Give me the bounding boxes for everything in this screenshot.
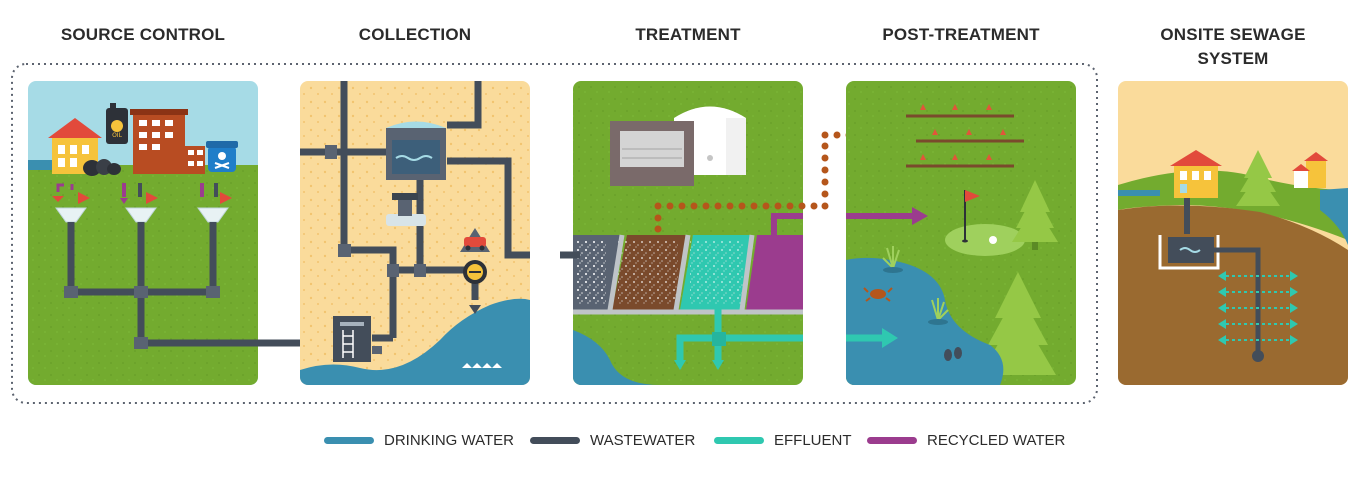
legend-label-recycled-water: RECYCLED WATER	[927, 431, 1066, 449]
oil-barrel-icon: OIL	[106, 103, 128, 144]
crab-icon	[863, 287, 893, 302]
trash-bags-icon	[83, 159, 121, 176]
biosolids-dotted-path	[654, 131, 877, 233]
treatment-basins	[573, 234, 803, 315]
factory-building-icon	[130, 109, 205, 174]
legend-label-drinking-water: DRINKING WATER	[384, 431, 514, 449]
drain-funnels	[55, 207, 229, 223]
legend-item-drinking-water: DRINKING WATER	[324, 430, 514, 450]
legend-item-effluent: EFFLUENT	[714, 430, 852, 450]
legend-label-wastewater: WASTEWATER	[590, 431, 696, 449]
title-post-treatment: POST-TREATMENT	[882, 25, 1040, 44]
tree-icon	[1012, 180, 1058, 250]
panel-collection	[300, 81, 530, 385]
car-icon	[460, 228, 490, 252]
legend-swatch-recycled-water	[867, 436, 917, 444]
storage-tank-icon	[386, 121, 446, 180]
golf-green-icon	[945, 190, 1025, 256]
title-source-control: SOURCE CONTROL	[60, 25, 226, 44]
panel-onsite-sewage-system	[1118, 81, 1348, 385]
drain-field-arrows	[1226, 275, 1290, 341]
inlet-arrows	[52, 183, 232, 204]
legend-swatch-wastewater	[530, 436, 580, 444]
title-collection: COLLECTION	[358, 25, 472, 44]
lift-station-icon	[333, 316, 382, 362]
distant-houses-icon	[1292, 152, 1328, 188]
treatment-plant-building	[610, 106, 746, 186]
reeds-icon	[882, 246, 949, 321]
oil-label: OIL	[112, 132, 122, 139]
pump-icon	[386, 193, 426, 226]
legend-item-wastewater: WASTEWATER	[530, 430, 695, 450]
fish-icon	[944, 347, 962, 361]
onsite-house-icon	[1170, 150, 1222, 198]
legend-label-effluent: EFFLUENT	[774, 431, 852, 449]
title-onsite-sewage-system: ONSITE SEWAGE SYSTEM	[1118, 23, 1348, 71]
title-onsite-line2: SYSTEM	[1197, 49, 1269, 68]
panel-treatment	[573, 81, 803, 385]
farm-rows	[906, 104, 1024, 168]
onsite-tree-icon	[1236, 150, 1280, 206]
collection-pipes	[300, 81, 530, 342]
system-boundary	[11, 63, 1098, 404]
outfall-icon	[463, 260, 487, 314]
panel-source-control: OIL	[28, 81, 258, 385]
legend: DRINKING WATER WASTEWATER EFFLUENT RECYC…	[0, 430, 1365, 450]
hazardous-waste-bin-icon	[206, 141, 238, 172]
legend-swatch-drinking-water	[324, 436, 374, 444]
panel-post-treatment	[846, 81, 1076, 385]
legend-item-recycled-water: RECYCLED WATER	[867, 430, 1065, 450]
legend-swatch-effluent	[714, 436, 764, 444]
title-onsite-line1: ONSITE SEWAGE	[1160, 25, 1306, 44]
title-treatment: TREATMENT	[635, 25, 741, 44]
